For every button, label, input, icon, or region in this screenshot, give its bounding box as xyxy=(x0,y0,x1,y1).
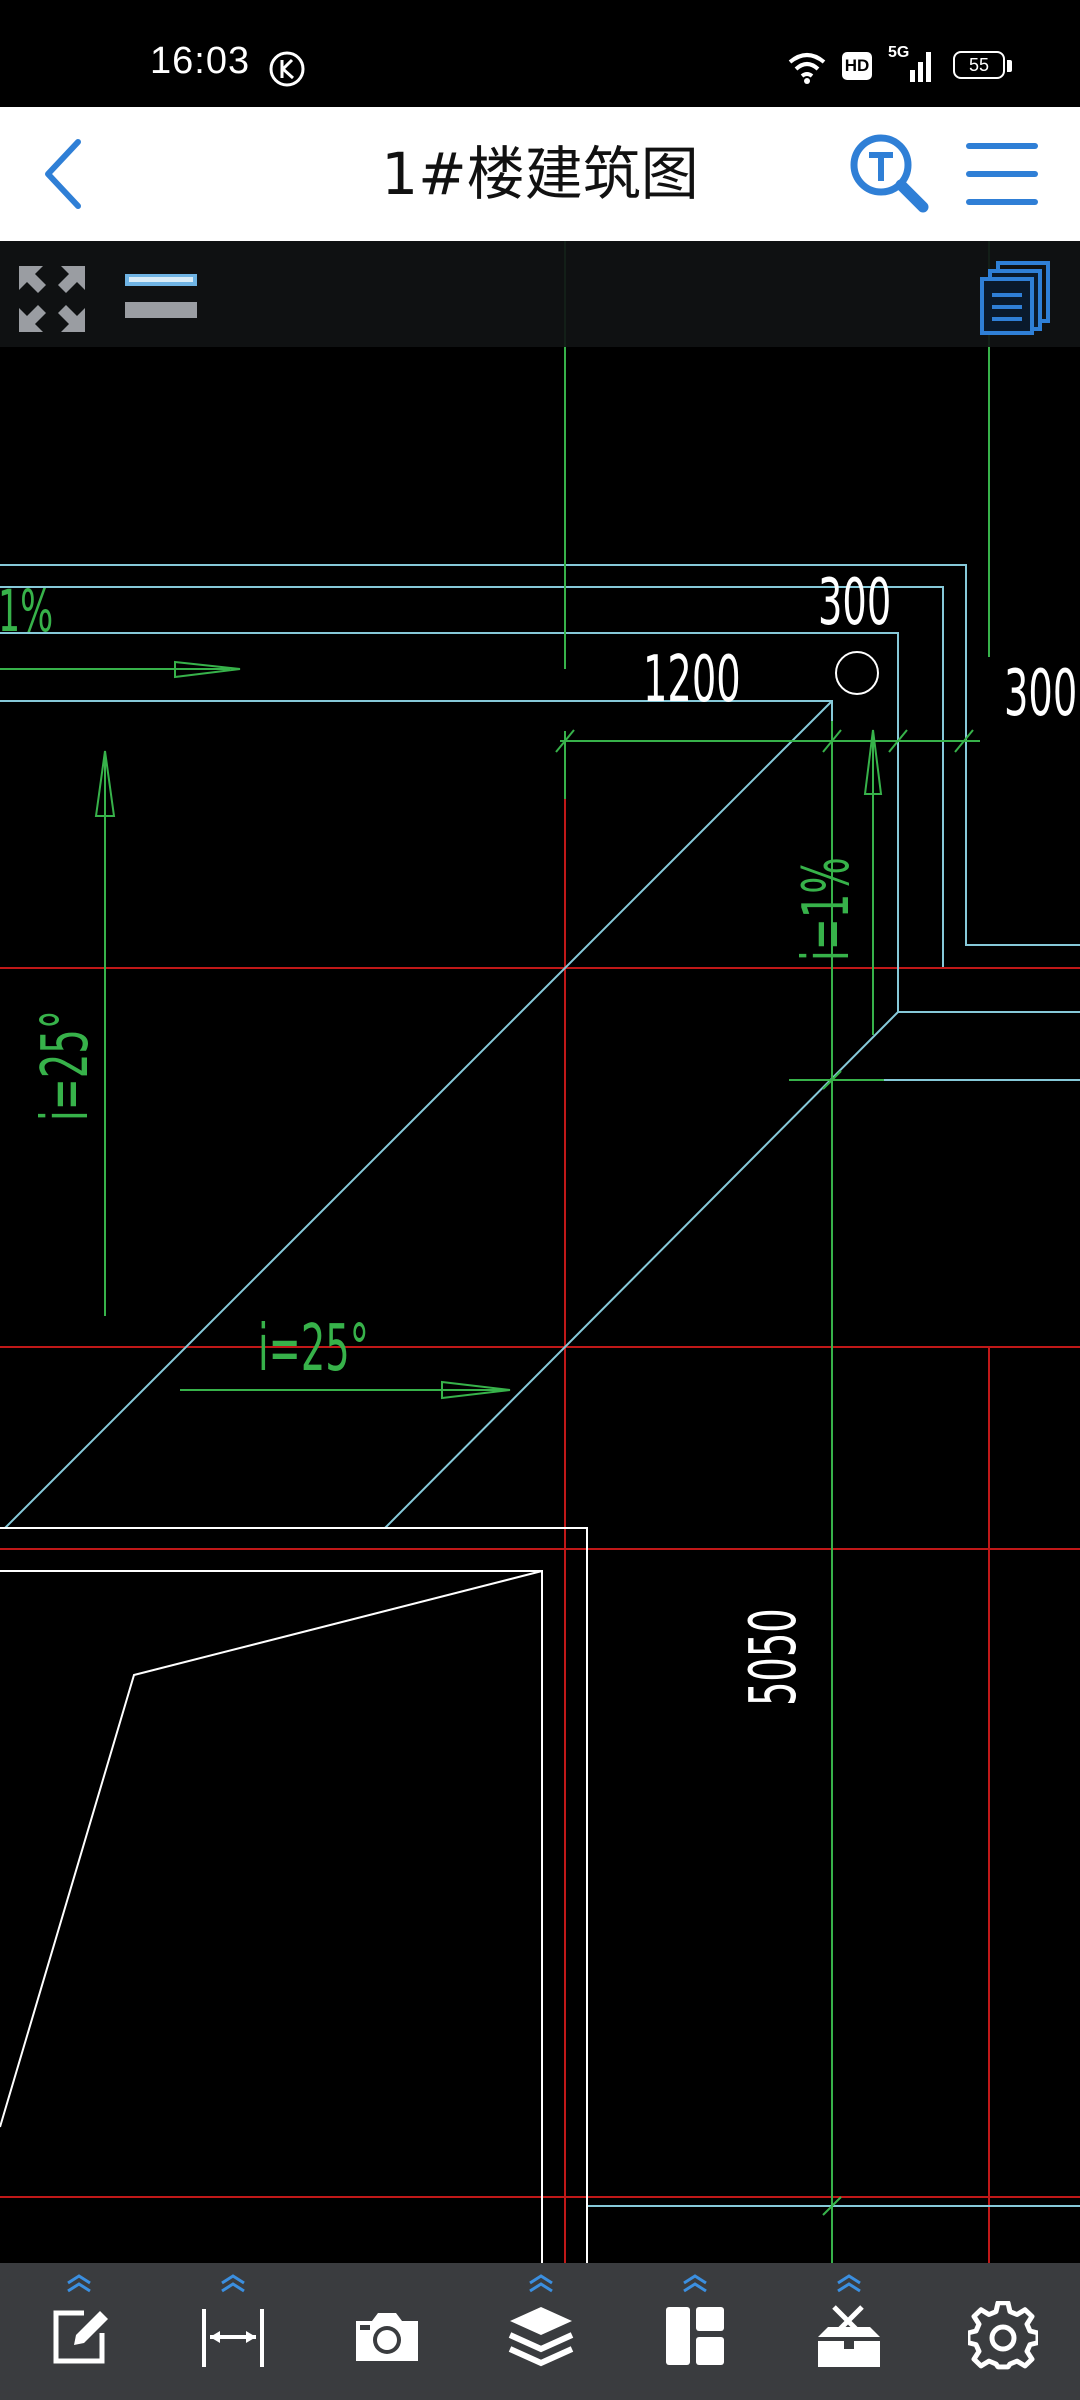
view-toolstrip xyxy=(0,241,1080,347)
layout-list-icon xyxy=(980,261,1050,335)
layers-tool-button[interactable] xyxy=(486,2263,596,2400)
layout-list-button[interactable] xyxy=(972,255,1058,341)
expand-up-icon xyxy=(221,2274,245,2293)
green-dimension-lines xyxy=(0,241,990,2263)
wifi-icon xyxy=(788,53,826,84)
settings-icon xyxy=(968,2301,1038,2370)
cad-drawing[interactable]: 1% 300 1200 300 i=1% i=25° i=25° 5050 xyxy=(0,241,1080,2263)
bottom-toolbar xyxy=(0,2263,1080,2400)
menu-button[interactable] xyxy=(952,124,1052,224)
fullscreen-icon xyxy=(19,266,85,332)
status-time: 16:03 xyxy=(150,40,251,82)
cell-signal-icon: 5G xyxy=(888,44,936,84)
measure-icon xyxy=(202,2309,264,2367)
fullscreen-button[interactable] xyxy=(12,259,92,339)
camera-tool-button[interactable] xyxy=(332,2263,442,2400)
settings-button[interactable] xyxy=(948,2263,1058,2400)
toolbox-tool-button[interactable] xyxy=(794,2263,904,2400)
app-header: 1#楼建筑图 xyxy=(0,107,1080,241)
battery-icon: 55 xyxy=(953,51,1005,79)
hd-icon: HD xyxy=(842,52,872,80)
status-bar: 16:03 HD 5G 55 xyxy=(0,0,1080,107)
annotation-dim-300-top: 300 xyxy=(818,566,891,640)
drawing-canvas[interactable]: 1% 300 1200 300 i=1% i=25° i=25° 5050 xyxy=(0,241,1080,2263)
chevron-left-icon xyxy=(45,139,81,209)
expand-up-icon xyxy=(683,2274,707,2293)
annotation-dim-300-right: 300 xyxy=(1004,657,1077,731)
expand-up-icon xyxy=(67,2274,91,2293)
layers-icon xyxy=(508,2307,574,2367)
page-title: 1#楼建筑图 xyxy=(381,140,699,208)
white-wall-lines xyxy=(0,651,879,2263)
hamburger-menu-icon xyxy=(966,143,1038,205)
text-search-icon xyxy=(850,134,929,213)
camera-icon xyxy=(356,2313,418,2361)
annotation-dim-5050: 5050 xyxy=(737,1608,811,1706)
red-grid-lines xyxy=(0,799,1080,2263)
measure-tool-button[interactable] xyxy=(178,2263,288,2400)
annotation-slope-diagonal: i=25° xyxy=(258,1312,369,1386)
drawing-annotations: 1% 300 1200 300 i=1% i=25° i=25° 5050 xyxy=(0,566,1077,1706)
annotation-slope-left: i=25° xyxy=(29,1010,103,1121)
k-app-icon xyxy=(269,51,305,87)
layout-toggle-button[interactable] xyxy=(118,259,204,331)
back-button[interactable] xyxy=(12,124,112,224)
annotation-slope-top-left: 1% xyxy=(0,579,53,646)
edit-tool-button[interactable] xyxy=(24,2263,134,2400)
toolbox-icon xyxy=(818,2305,880,2367)
annotation-dim-1200: 1200 xyxy=(643,643,741,717)
text-search-button[interactable] xyxy=(840,124,940,224)
layout-tool-button[interactable] xyxy=(640,2263,750,2400)
annotation-slope-right: i=1% xyxy=(790,857,864,961)
cyan-outline-lines xyxy=(0,564,1080,2207)
expand-up-icon xyxy=(837,2274,861,2293)
layout-icon xyxy=(666,2307,724,2365)
expand-up-icon xyxy=(529,2274,553,2293)
layout-toggle-icon xyxy=(125,274,197,318)
edit-icon xyxy=(53,2310,108,2364)
